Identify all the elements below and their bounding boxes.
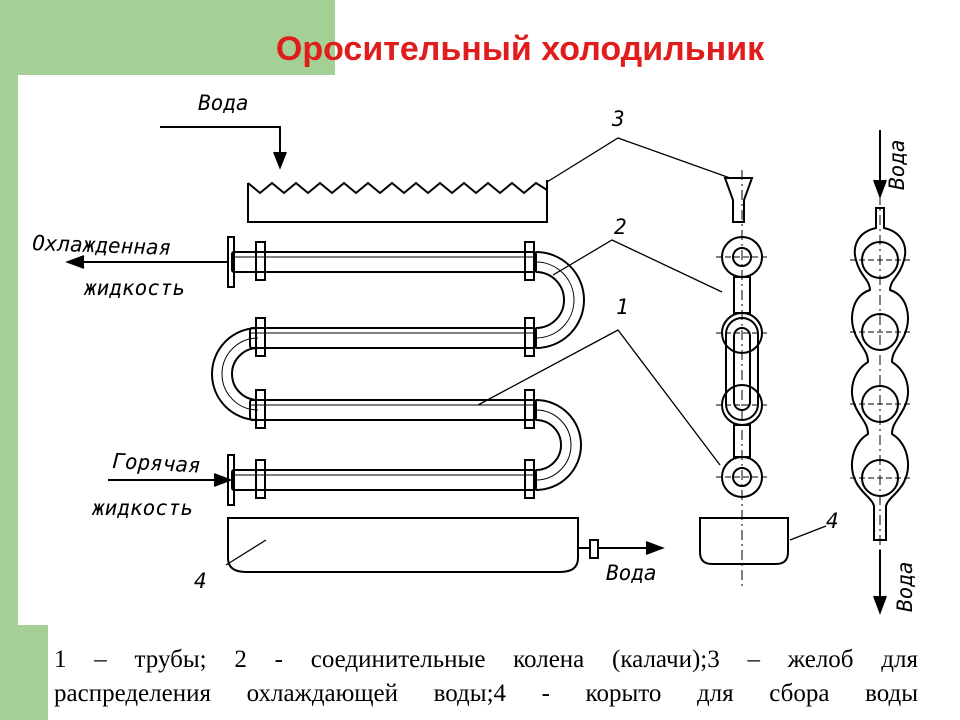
cooled-liquid-arrow (65, 255, 228, 269)
hot-liquid-arrow (108, 473, 233, 487)
caption-line-2: распределения охлаждающей воды;4 - корыт… (54, 680, 918, 707)
collection-pan (227, 517, 665, 573)
label-hot-liquid-2: жидкость (91, 496, 193, 520)
pipe-run-4 (227, 454, 537, 506)
side-section-view (699, 170, 789, 590)
green-band-bottom (0, 625, 48, 720)
label-water-out: Вода (606, 561, 657, 585)
number-4-right: 4 (826, 509, 839, 533)
label-hot-liquid-1: Горячая (112, 449, 202, 478)
label-side-water-in: Вода (885, 139, 909, 190)
pipe-run-2 (249, 317, 537, 357)
label-cooled-liquid-1: Охлажденная (32, 231, 172, 260)
front-section-view (850, 130, 910, 615)
return-bend-right-upper (535, 251, 585, 349)
green-band-top (0, 0, 335, 75)
diagram-caption: 1 – трубы; 2 - соединительные колена (ка… (54, 643, 918, 711)
return-bend-left (211, 327, 259, 421)
irrigation-cooler-diagram: Вода (32, 91, 917, 615)
pipe-run-3 (249, 389, 537, 429)
number-3: 3 (611, 107, 625, 131)
distribution-trough (247, 180, 548, 223)
label-side-water-out: Вода (893, 561, 917, 612)
green-band-left (0, 0, 18, 720)
label-water-in: Вода (198, 91, 249, 115)
number-4-left: 4 (194, 569, 207, 593)
slide-title: Оросительный холодильник (275, 30, 765, 68)
number-1: 1 (616, 295, 629, 319)
caption-line-1: 1 – трубы; 2 - соединительные колена (ка… (54, 646, 918, 673)
return-bend-right-lower (535, 399, 582, 491)
label-cooled-liquid-2: жидкость (83, 276, 185, 300)
number-2: 2 (614, 215, 627, 239)
water-inflow-arrow (160, 126, 287, 170)
leader-lines (225, 137, 827, 566)
pipe-run-1 (227, 236, 537, 288)
